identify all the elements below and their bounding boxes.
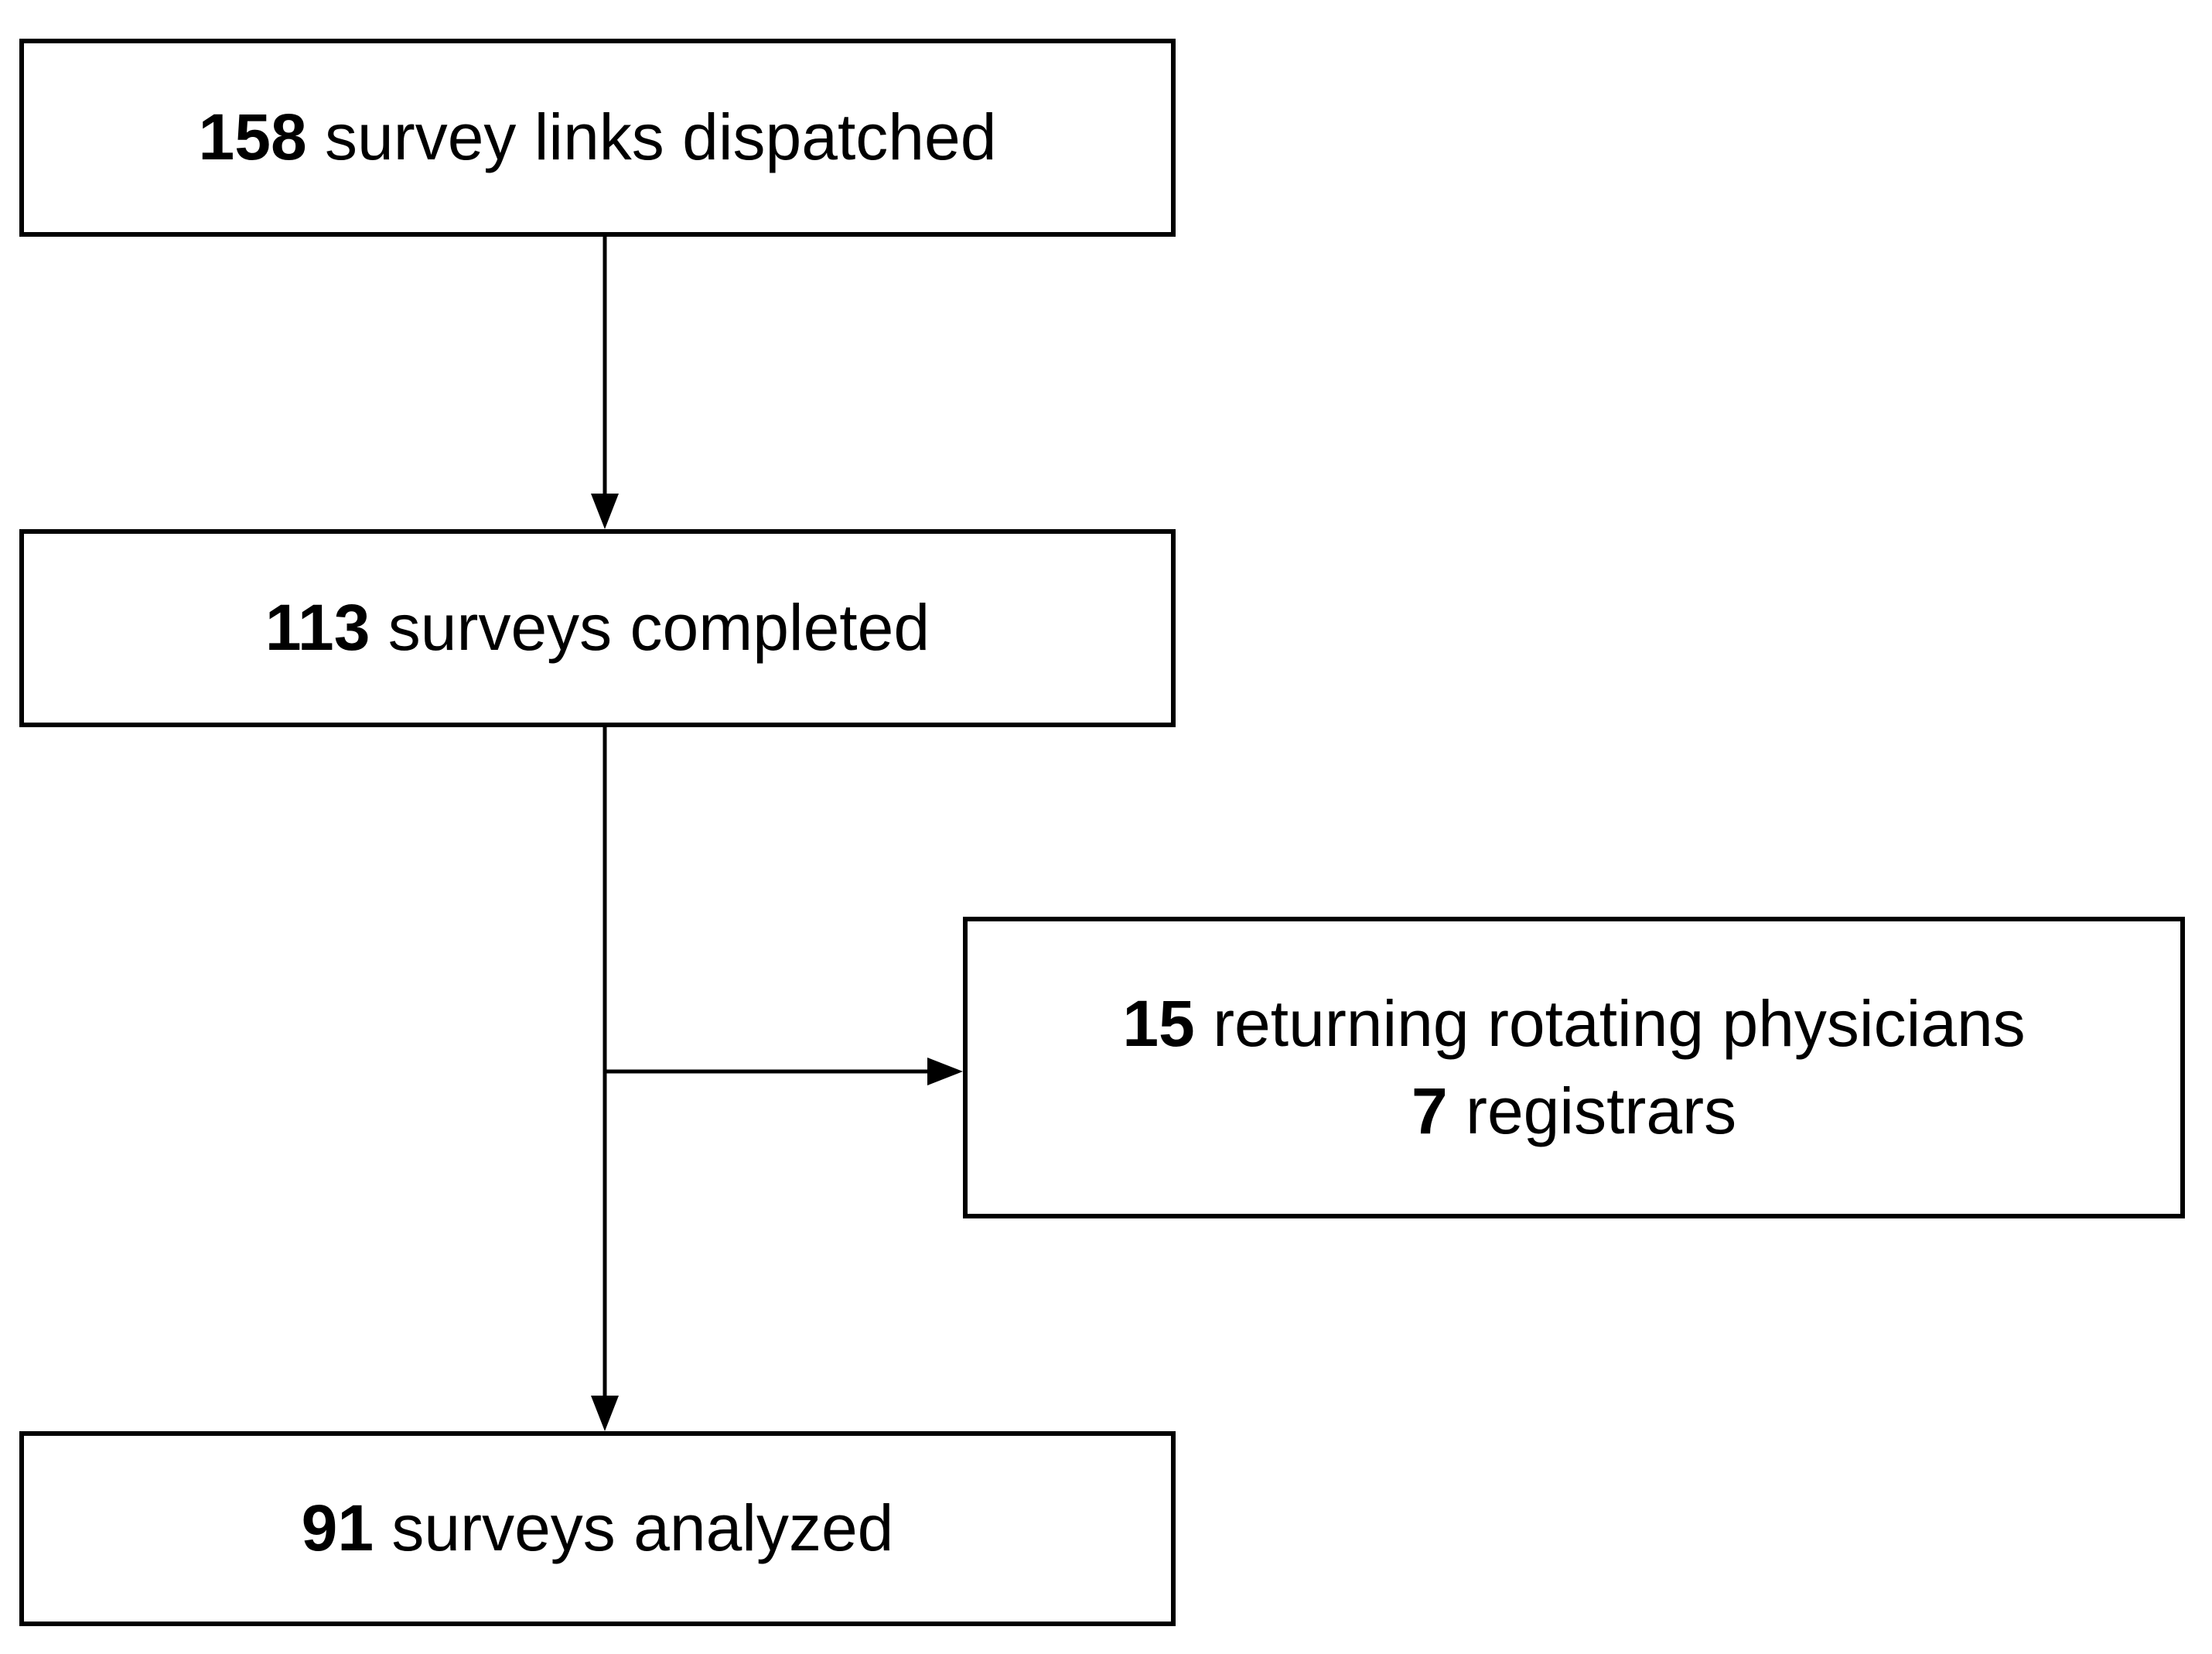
label-rotating-physicians: returning rotating physicians [1194,986,2026,1060]
arrow-completed-to-analyzed [591,727,619,1431]
box-excluded-respondents: 15 returning rotating physicians 7 regis… [963,917,2185,1218]
label-completed: surveys completed [370,591,930,665]
count-registrars: 7 [1411,1075,1448,1147]
arrowhead-down-icon [591,1396,619,1431]
box-text-line-1: 15 returning rotating physicians [1122,980,2025,1068]
arrow-branch-to-excluded [605,1058,963,1085]
count-analyzed: 91 [301,1492,374,1565]
count-rotating-physicians: 15 [1122,986,1195,1060]
count-completed: 113 [265,591,370,665]
count-dispatched: 158 [198,101,307,174]
arrow-dispatched-to-completed [591,237,619,529]
box-surveys-completed: 113 surveys completed [19,529,1176,727]
box-text-line-2: 7 registrars [1412,1068,1736,1155]
box-text: 91 surveys analyzed [302,1485,894,1572]
box-text: 113 surveys completed [265,584,930,672]
box-surveys-analyzed: 91 surveys analyzed [19,1431,1176,1626]
label-registrars: registrars [1447,1075,1737,1147]
label-dispatched: survey links dispatched [306,101,997,174]
box-survey-links-dispatched: 158 survey links dispatched [19,39,1176,237]
arrowhead-down-icon [591,494,619,529]
arrowhead-right-icon [927,1058,963,1085]
box-text: 158 survey links dispatched [199,94,997,181]
label-analyzed: surveys analyzed [374,1492,894,1565]
